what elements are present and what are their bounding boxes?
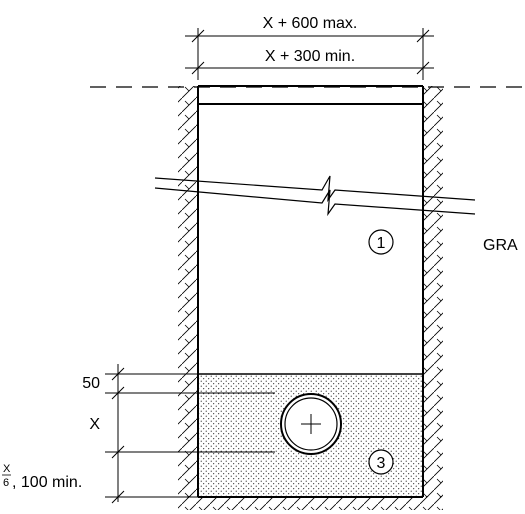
top-dimensions: [185, 28, 434, 80]
bottom-soil: [178, 496, 443, 510]
pipe-zone-dimension: X: [89, 416, 100, 433]
bedding-top-dimension: 50: [82, 375, 100, 392]
top-max-dimension: X + 600 max.: [263, 15, 358, 32]
top-min-dimension: X + 300 min.: [265, 48, 355, 65]
bedding-bottom-rest: , 100 min.: [12, 474, 82, 491]
pipe: [280, 393, 342, 455]
fraction-numerator: X: [3, 463, 11, 475]
left-soil-wall: [178, 86, 198, 498]
bedding-bottom-dimension: X 6 , 100 min.: [2, 463, 82, 491]
right-soil-wall: [423, 86, 443, 498]
zone-1-label: 1: [377, 235, 386, 252]
zone-1-marker: 1: [368, 229, 394, 255]
zone-3-marker: 3: [368, 449, 394, 475]
fraction-denominator: 6: [3, 477, 9, 489]
left-dimensions: [105, 364, 275, 504]
side-text: GRA: [483, 237, 518, 254]
break-lines: [154, 175, 476, 217]
break-gap-fill: [199, 182, 422, 198]
zone-3-label: 3: [377, 455, 386, 472]
